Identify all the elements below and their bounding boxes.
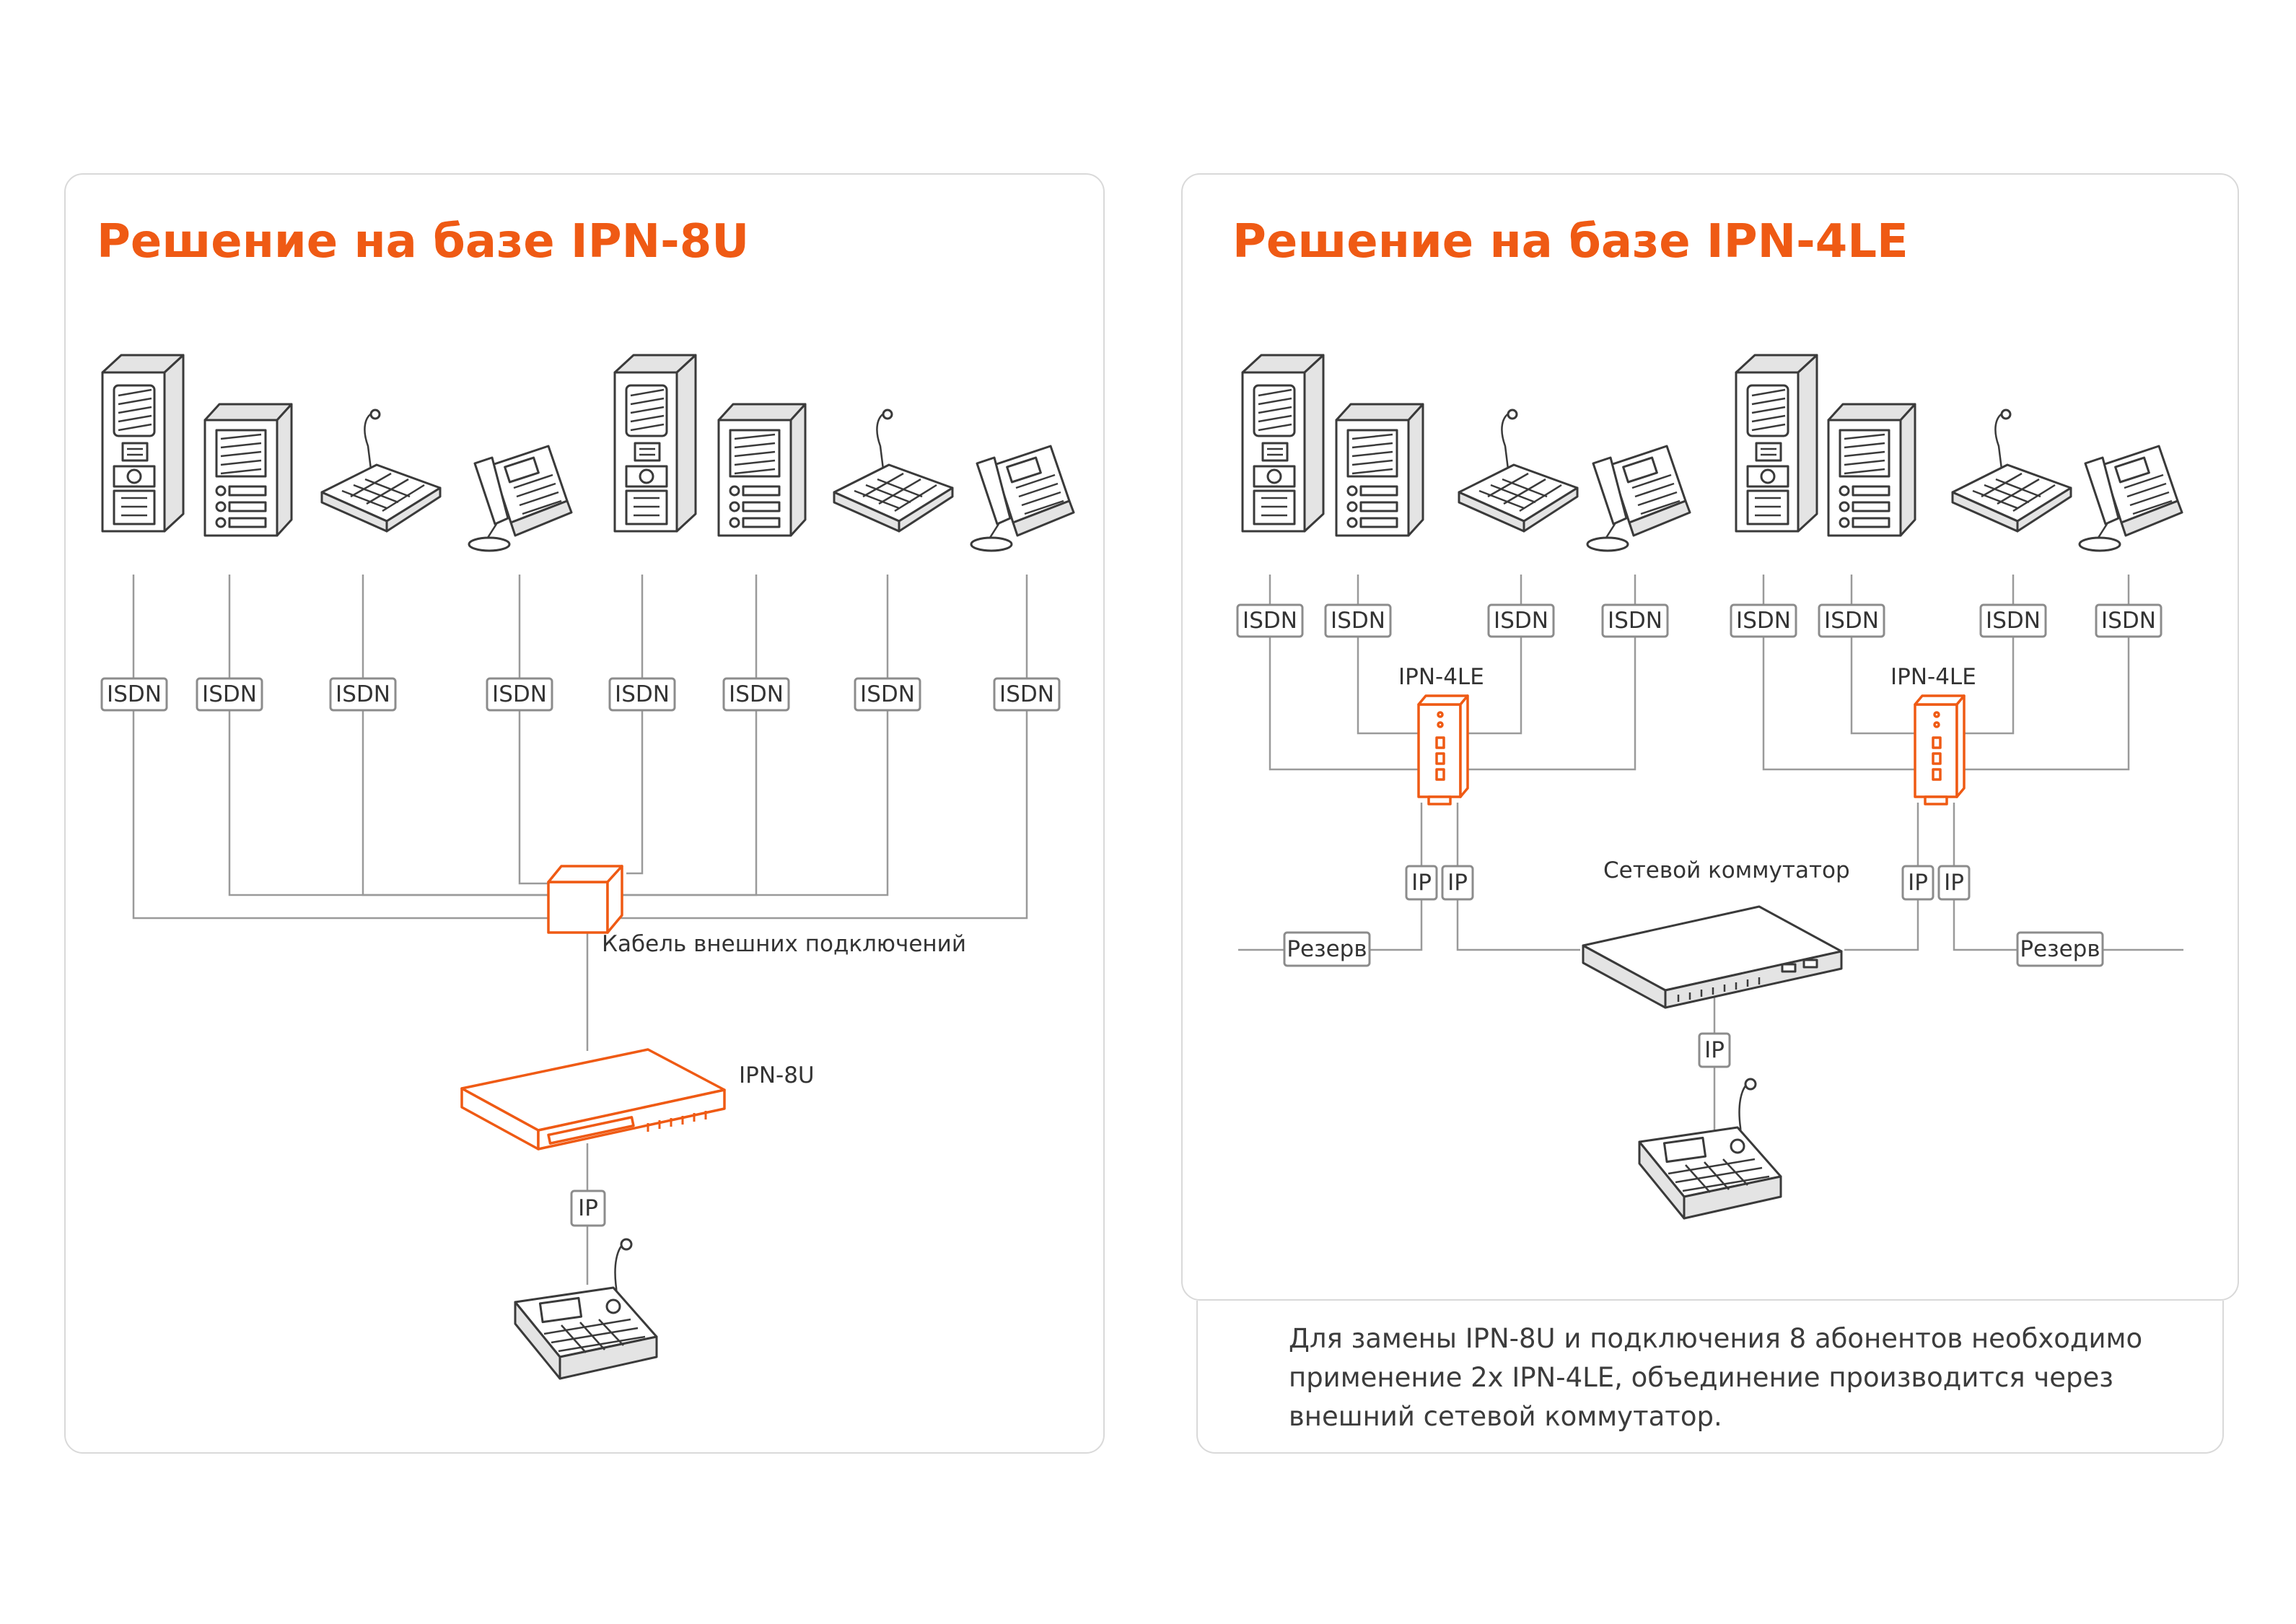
svg-text:ISDN: ISDN — [492, 681, 547, 707]
isdn-tag: ISDN — [486, 677, 553, 712]
svg-text:ISDN: ISDN — [2101, 608, 2156, 634]
junction-box-icon — [547, 865, 623, 934]
ip-tag: IP — [1698, 1032, 1731, 1068]
ip-tag: IP — [1441, 865, 1474, 901]
isdn-tag: ISDN — [1818, 603, 1885, 638]
ipn-4le-label-a: IPN-4LE — [1398, 664, 1484, 690]
svg-text:ISDN: ISDN — [615, 681, 670, 707]
svg-text:ISDN: ISDN — [1494, 608, 1548, 634]
isdn-tag: ISDN — [993, 677, 1061, 712]
svg-text:IP: IP — [1908, 870, 1928, 896]
note-text: Для замены IPN-8U и подключения 8 абонен… — [1289, 1323, 2143, 1432]
speaker-station-icon — [1335, 403, 1424, 537]
svg-text:ISDN: ISDN — [1243, 608, 1297, 634]
reserve-tag: Резерв — [2016, 931, 2104, 967]
isdn-tag: ISDN — [100, 677, 168, 712]
title-ipn-8u: Решение на базе IPN-8U — [97, 215, 750, 269]
cable-label: Кабель внешних подключений — [602, 931, 966, 957]
svg-text:Резерв: Резерв — [1287, 936, 1367, 962]
svg-text:ISDN: ISDN — [202, 681, 257, 707]
panel-ipn-4le — [1181, 173, 2239, 1301]
ipn-4le-device-icon — [1914, 694, 1966, 806]
ip-tag: IP — [570, 1189, 606, 1227]
svg-text:ISDN: ISDN — [729, 681, 784, 707]
desk-console-icon — [1458, 409, 1579, 533]
isdn-tag: ISDN — [1236, 603, 1304, 638]
desk-phone-icon — [970, 445, 1075, 552]
ipn-8u-label: IPN-8U — [739, 1062, 815, 1088]
note-box — [1196, 1301, 2224, 1454]
svg-text:ISDN: ISDN — [1331, 608, 1385, 634]
svg-text:ISDN: ISDN — [107, 681, 162, 707]
svg-text:IP: IP — [1944, 870, 1964, 896]
ipn-4le-device-icon — [1417, 694, 1469, 806]
desk-phone-icon — [2078, 445, 2183, 552]
isdn-tag: ISDN — [1979, 603, 2047, 638]
door-panel-icon — [101, 354, 185, 533]
svg-text:IP: IP — [1447, 870, 1468, 896]
speaker-station-icon — [1827, 403, 1916, 537]
svg-text:ISDN: ISDN — [860, 681, 915, 707]
network-switch-icon — [1582, 905, 1843, 1009]
ipn-4le-label-b: IPN-4LE — [1890, 664, 1976, 690]
title-ipn-4le: Решение на базе IPN-4LE — [1232, 215, 1909, 269]
desk-console-icon — [833, 409, 954, 533]
isdn-tag: ISDN — [1601, 603, 1669, 638]
svg-text:ISDN: ISDN — [1824, 608, 1879, 634]
desk-console-icon — [320, 409, 442, 533]
isdn-tag: ISDN — [196, 677, 263, 712]
ip-tag: IP — [1901, 865, 1934, 901]
door-panel-icon — [613, 354, 697, 533]
isdn-tag: ISDN — [854, 677, 921, 712]
isdn-tag: ISDN — [722, 677, 790, 712]
svg-text:IP: IP — [1704, 1037, 1725, 1063]
door-panel-icon — [1735, 354, 1818, 533]
svg-text:Резерв: Резерв — [2020, 936, 2100, 962]
svg-text:ISDN: ISDN — [336, 681, 390, 707]
reserve-tag: Резерв — [1283, 931, 1371, 967]
isdn-tag: ISDN — [608, 677, 676, 712]
speaker-station-icon — [203, 403, 293, 537]
door-panel-icon — [1241, 354, 1325, 533]
switch-label: Сетевой коммутатор — [1603, 857, 1850, 883]
svg-text:ISDN: ISDN — [1736, 608, 1791, 634]
ip-tag: IP — [1405, 865, 1438, 901]
ip-tag: IP — [1937, 865, 1971, 901]
desk-phone-icon — [1586, 445, 1691, 552]
isdn-tag: ISDN — [329, 677, 397, 712]
desk-console-icon — [1951, 409, 2072, 533]
svg-text:ISDN: ISDN — [1608, 608, 1662, 634]
isdn-tag: ISDN — [1487, 603, 1555, 638]
operator-console-icon — [514, 1238, 658, 1380]
speaker-station-icon — [717, 403, 807, 537]
svg-text:ISDN: ISDN — [1986, 608, 2041, 634]
isdn-tag: ISDN — [1324, 603, 1392, 638]
ipn-8u-device-icon — [460, 1048, 726, 1151]
operator-console-icon — [1638, 1078, 1782, 1220]
desk-phone-icon — [468, 445, 573, 552]
isdn-tag: ISDN — [1730, 603, 1797, 638]
svg-text:ISDN: ISDN — [999, 681, 1054, 707]
isdn-tag: ISDN — [2095, 603, 2163, 638]
svg-text:IP: IP — [1411, 870, 1432, 896]
panel-ipn-8u — [64, 173, 1105, 1454]
svg-text:IP: IP — [578, 1195, 598, 1221]
